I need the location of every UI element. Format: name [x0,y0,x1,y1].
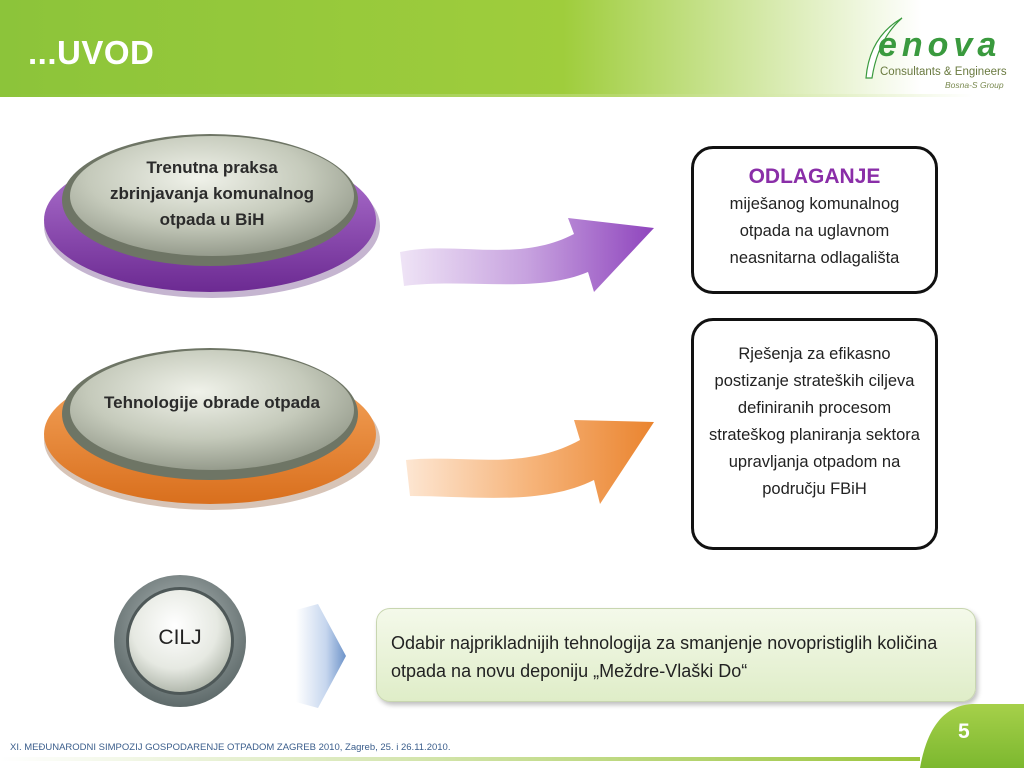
disc-technologies [44,348,380,510]
page-number: 5 [958,720,970,743]
footer-text: XI. MEĐUNARODNI SIMPOZIJ GOSPODARENJE OT… [10,742,451,753]
page-number-badge [920,704,1024,768]
enova-logo: enova Consultants & Engineers Bosna-S Gr… [856,14,1016,92]
goal-label: CILJ [158,626,202,649]
chevron-right-icon [296,604,346,708]
disposal-box: ODLAGANJE miješanog komunalnog otpada na… [691,146,938,294]
leaf-swoosh-icon [865,17,903,79]
footer-line [0,757,920,761]
disc-current-practice [44,134,380,298]
solutions-box: Rješenja za efikasno postizanje stratešk… [691,318,938,550]
disposal-text: miješanog komunalnog otpada na uglavnom … [729,195,900,267]
disc-current-practice-label: Trenutna praksa zbrinjavanja komunalnog … [109,158,315,229]
arrow-right-purple-icon [400,218,654,292]
header-divider [0,94,1024,97]
logo-word: enova [878,26,1002,64]
goal-badge [114,575,246,707]
solutions-text: Rješenja za efikasno postizanje stratešk… [709,345,920,498]
goal-text-box: Odabir najprikladnijih tehnologija za sm… [376,608,976,702]
logo-subtitle: Consultants & Engineers [880,66,1007,78]
slide-title: ...UVOD [28,34,155,71]
disposal-title: ODLAGANJE [748,165,881,188]
disc-technologies-label: Tehnologije obrade otpada [104,393,320,412]
arrow-right-orange-icon [406,420,654,504]
logo-group: Bosna-S Group [945,80,1004,90]
header-bar [0,0,1024,94]
goal-text: Odabir najprikladnijih tehnologija za sm… [391,633,938,681]
